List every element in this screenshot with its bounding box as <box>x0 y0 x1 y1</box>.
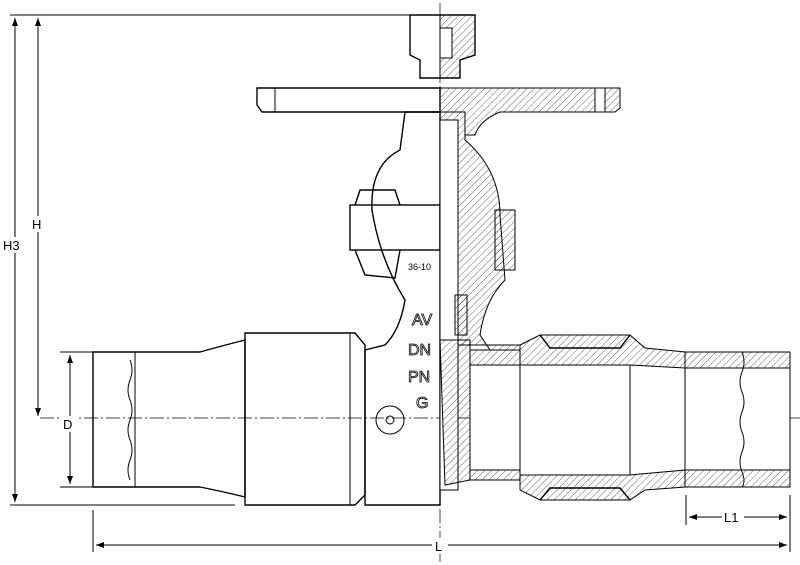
right-pipe <box>684 351 791 488</box>
dimension-d: D <box>63 417 72 432</box>
operating-bar <box>256 87 621 136</box>
casting-code: 36-10 <box>408 262 431 272</box>
logo-av: AV <box>412 312 432 329</box>
dimension-l1: L1 <box>724 510 738 525</box>
marking-g: G <box>416 395 428 412</box>
dimension-h: H <box>32 217 41 232</box>
dimension-h3: H3 <box>3 238 20 253</box>
marking-pn: PN <box>408 369 430 386</box>
valve-body: 36-10 AV DN PN G <box>349 111 441 506</box>
marking-dn: DN <box>408 342 431 359</box>
left-pipe <box>92 332 366 506</box>
right-coupling <box>519 334 686 501</box>
operating-nut <box>409 14 476 79</box>
valve-section <box>439 111 521 491</box>
dimension-l: L <box>435 539 442 554</box>
